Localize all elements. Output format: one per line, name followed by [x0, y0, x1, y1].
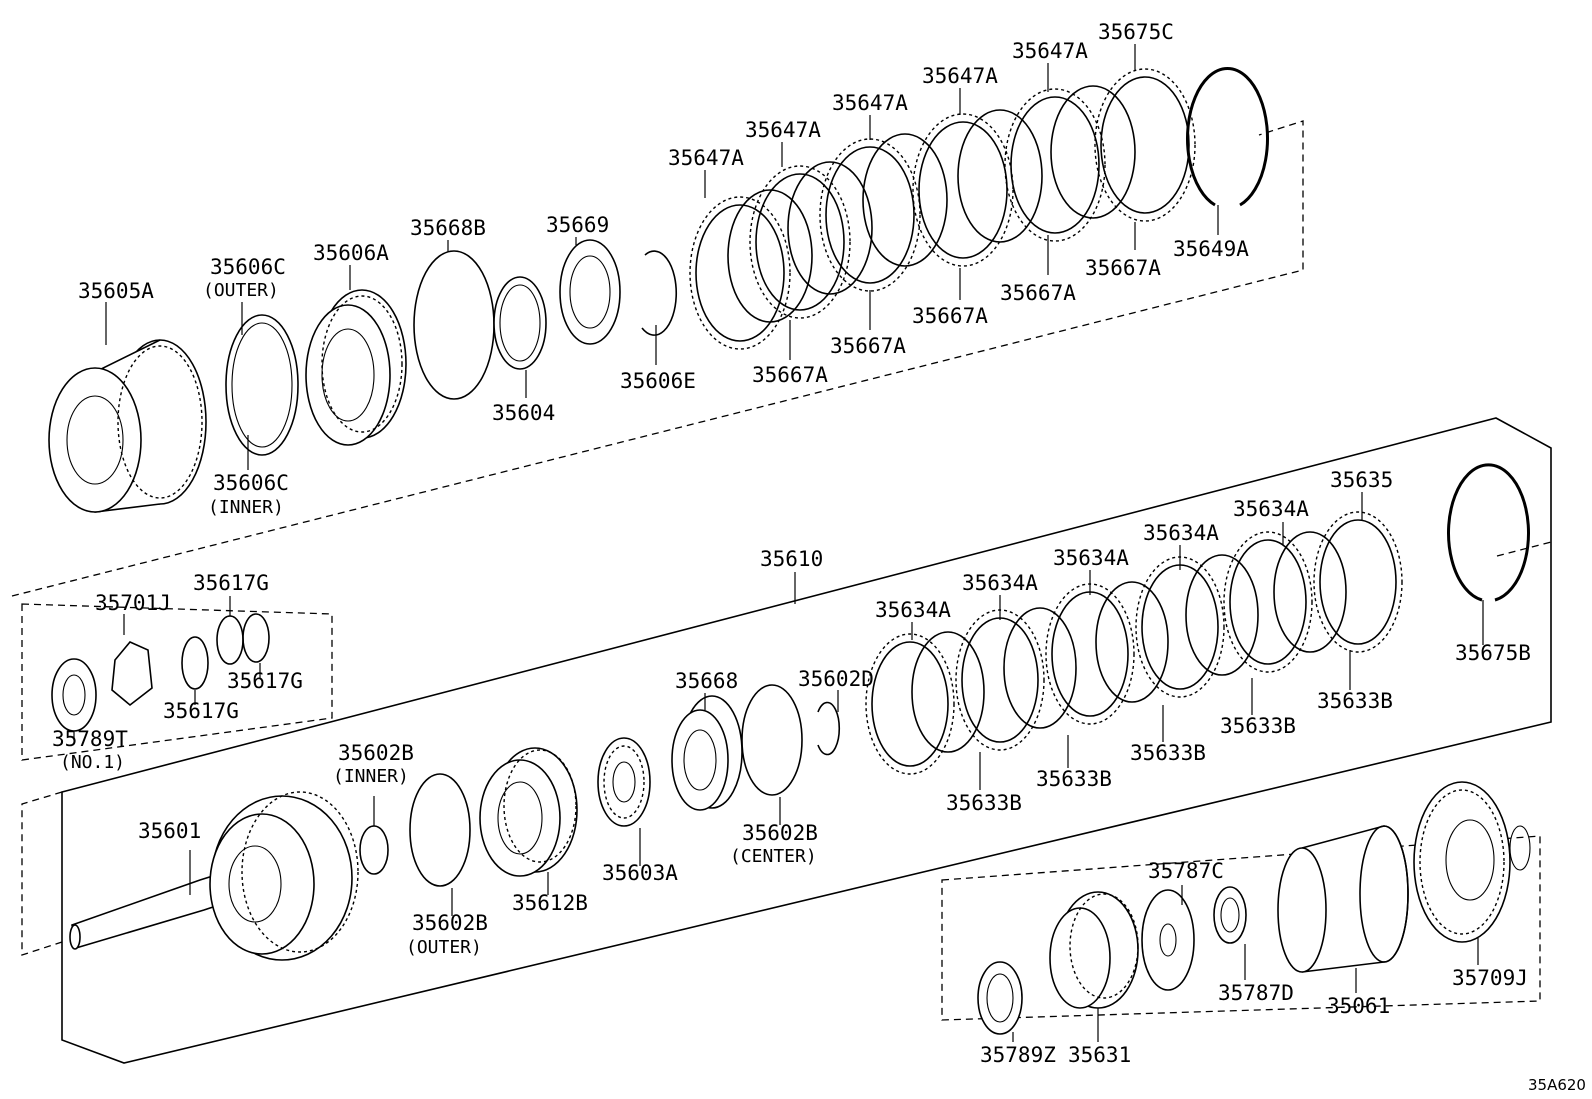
label-35789Z: 35789Z	[980, 1043, 1056, 1067]
seal-ring-35617G-c	[242, 613, 270, 663]
label-35668B: 35668B	[410, 216, 486, 240]
label-35634A-1: 35634A	[875, 598, 951, 622]
seal-ring-35602B-inner	[359, 825, 389, 875]
clutch-drum-35612B	[479, 747, 578, 877]
label-35701J: 35701J	[95, 591, 171, 615]
label-35647A-4: 35647A	[922, 64, 998, 88]
label-35667A-3: 35667A	[912, 304, 988, 328]
label-35612B: 35612B	[512, 891, 588, 915]
spring-retainer-35603A	[597, 737, 651, 827]
label-35602B-inner-note: (INNER)	[333, 766, 409, 787]
o-ring-35602B-outer	[409, 773, 471, 887]
label-35634A-3: 35634A	[1053, 546, 1129, 570]
label-35633B-5: 35633B	[1317, 689, 1393, 713]
label-35602B-center: 35602B	[742, 821, 818, 845]
label-35634A-5: 35634A	[1233, 497, 1309, 521]
label-35061: 35061	[1327, 994, 1390, 1018]
label-35634A-4: 35634A	[1143, 521, 1219, 545]
label-35647A-1: 35647A	[668, 146, 744, 170]
clutch-drum-35606A	[305, 289, 407, 446]
label-35635: 35635	[1330, 468, 1393, 492]
main-assembly-outline	[61, 417, 1552, 1064]
label-35602D: 35602D	[798, 667, 874, 691]
label-35631: 35631	[1068, 1043, 1131, 1067]
label-35787C: 35787C	[1148, 859, 1224, 883]
label-35604: 35604	[492, 401, 555, 425]
thrust-plate-35787C	[1141, 889, 1195, 991]
label-35605A: 35605A	[78, 279, 154, 303]
label-35606C-outer-note: (OUTER)	[203, 280, 279, 301]
label-35633B-3: 35633B	[1130, 741, 1206, 765]
label-35634A-2: 35634A	[962, 571, 1038, 595]
o-ring-35602B-center	[741, 684, 803, 796]
label-35602B-outer-note: (OUTER)	[406, 937, 482, 958]
label-35633B-4: 35633B	[1220, 714, 1296, 738]
label-35602B-outer: 35602B	[412, 911, 488, 935]
label-35669: 35669	[546, 213, 609, 237]
callout-labels: 35605A 35606C (OUTER) 35606C (INNER) 356…	[52, 20, 1586, 1094]
label-35601: 35601	[138, 819, 201, 843]
label-35675B: 35675B	[1455, 641, 1531, 665]
label-35789T-note: (NO.1)	[60, 752, 125, 773]
label-35603A: 35603A	[602, 861, 678, 885]
seal-ring-35604	[493, 276, 547, 370]
thrust-washer-35606C	[225, 314, 299, 456]
label-35610: 35610	[760, 547, 823, 571]
snap-ring-35606E	[641, 250, 678, 336]
bearing-35787D	[1213, 886, 1247, 944]
label-35709J: 35709J	[1452, 966, 1528, 990]
label-35602B-inner: 35602B	[338, 741, 414, 765]
snap-ring-35602D	[817, 701, 841, 756]
label-35633B-1: 35633B	[946, 791, 1022, 815]
label-35647A-3: 35647A	[832, 91, 908, 115]
label-35602B-center-note: (CENTER)	[730, 846, 817, 867]
label-35606E: 35606E	[620, 369, 696, 393]
label-35789T: 35789T	[52, 727, 128, 751]
diagram-reference-code: 35A620	[1528, 1076, 1586, 1094]
stopper-35701J	[111, 641, 153, 707]
o-ring-35668B	[413, 250, 495, 400]
label-35617G-2: 35617G	[227, 669, 303, 693]
input-shaft-35601	[69, 791, 359, 961]
seal-ring-35617G-b	[216, 615, 244, 665]
seal-ring-35617G-a	[181, 636, 209, 690]
right-edge-dashed	[1496, 541, 1552, 557]
label-35667A-1: 35667A	[752, 363, 828, 387]
label-35633B-2: 35633B	[1036, 767, 1112, 791]
drum-35061	[1277, 825, 1409, 973]
snap-ring-35649A	[1186, 67, 1269, 207]
label-35606C-outer: 35606C	[210, 255, 286, 279]
piston-35669	[559, 239, 621, 345]
label-35647A-5: 35647A	[1012, 39, 1088, 63]
bearing-35789Z	[977, 961, 1023, 1035]
label-35617G-1: 35617G	[193, 571, 269, 595]
label-35647A-2: 35647A	[745, 118, 821, 142]
label-35787D: 35787D	[1218, 981, 1294, 1005]
label-35667A-2: 35667A	[830, 334, 906, 358]
label-35675C: 35675C	[1098, 20, 1174, 44]
piston-35668	[671, 695, 743, 811]
label-35617G-3: 35617G	[163, 699, 239, 723]
main-group-dashed-outline	[21, 791, 63, 956]
label-35667A-4: 35667A	[1000, 281, 1076, 305]
gear-35709J	[1413, 781, 1531, 943]
label-35606C-inner-note: (INNER)	[208, 497, 284, 518]
snap-ring-group-outline	[21, 603, 333, 761]
label-35606C-inner: 35606C	[213, 471, 289, 495]
label-35667A-5: 35667A	[1085, 256, 1161, 280]
label-35649A: 35649A	[1173, 237, 1249, 261]
label-35606A: 35606A	[313, 241, 389, 265]
upper-group-outline	[11, 120, 1304, 597]
clutch-hub-35605A	[48, 339, 207, 513]
snap-ring-35675B	[1447, 463, 1530, 602]
label-35668: 35668	[675, 669, 738, 693]
leader-lines	[73, 44, 1484, 1042]
hub-35631	[1049, 891, 1139, 1009]
clutch-plate-stack-lower	[865, 511, 1403, 775]
washer-35789T	[51, 658, 97, 732]
